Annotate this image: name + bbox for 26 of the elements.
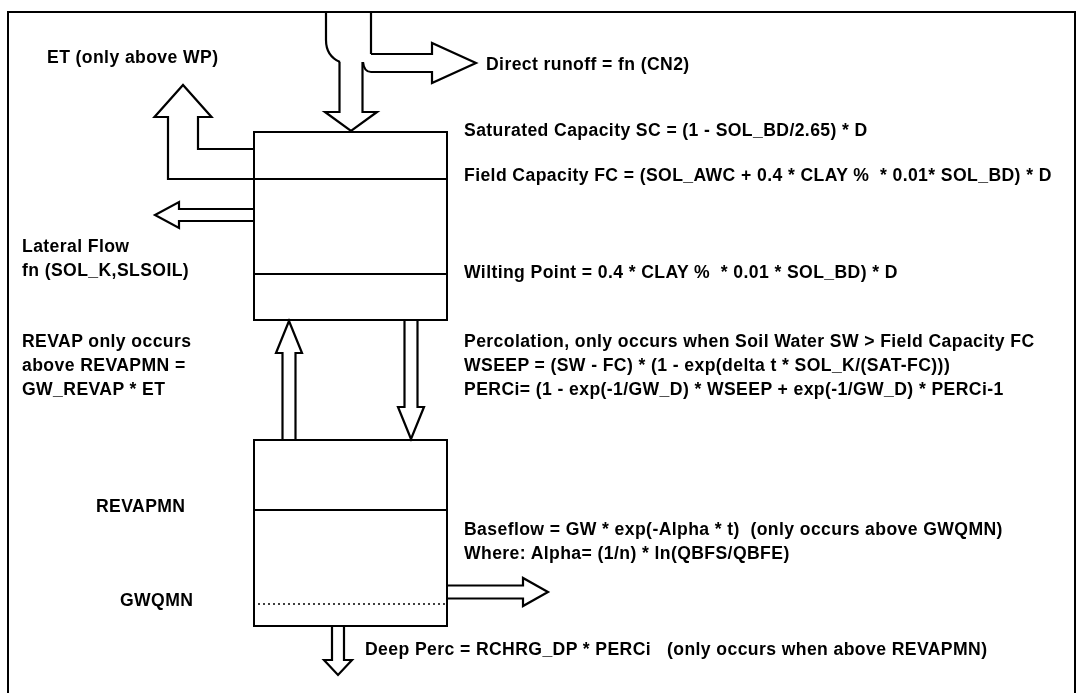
- formula-text: Deep Perc = RCHRG_DP * PERCi (only occurs when above REVAPMN): [365, 639, 988, 659]
- block-arrow: [274, 318, 304, 441]
- soil-profile-box: [253, 131, 448, 321]
- formula-text: Percolation, only occurs when Soil Water SW > Field Capacity FC: [464, 331, 1035, 351]
- block-arrow: [152, 200, 255, 230]
- formula-text: Field Capacity FC = (SOL_AWC + 0.4 * CLAY % * 0.01* SOL_BD) * D: [464, 165, 1052, 185]
- flow-label: Direct runoff = fn (CN2): [476, 52, 746, 76]
- formula-text: WSEEP = (SW - FC) * (1 - exp(delta t * SOL_K/(SAT-FC))): [464, 355, 951, 375]
- formula-text: Lateral Flow: [22, 236, 130, 256]
- formula-text: REVAP only occurs above REVAPMN = GW_REVAP * ET: [22, 330, 193, 401]
- block-arrow: [396, 319, 426, 442]
- formula-text: Baseflow = GW * exp(-Alpha * t) (only occurs above GWQMN): [464, 519, 1003, 539]
- formula-text: fn (SOL_K,SLSOIL): [22, 260, 190, 280]
- block-arrow: [321, 625, 355, 677]
- level-label: GWQMN: [120, 590, 194, 610]
- level-label: REVAPMN: [96, 496, 186, 516]
- aquifer-box: [253, 439, 448, 627]
- formula-text: PERCi= (1 - exp(-1/GW_D) * WSEEP + exp(-1/GW_D) * PERCi-1: [464, 379, 1004, 399]
- block-arrow: [369, 41, 479, 85]
- formula-text: Wilting Point = 0.4 * CLAY % * 0.01 * SOL_BD) * D: [464, 262, 898, 282]
- formula-text: Saturated Capacity SC = (1 - SOL_BD/2.65) * D: [464, 120, 868, 140]
- block-arrow: [152, 83, 255, 181]
- block-arrow: [446, 576, 551, 608]
- formula-text: Where: Alpha= (1/n) * ln(QBFS/QBFE): [464, 543, 790, 563]
- block-arrow: [321, 60, 381, 133]
- formula-text: ET (only above WP): [47, 47, 219, 67]
